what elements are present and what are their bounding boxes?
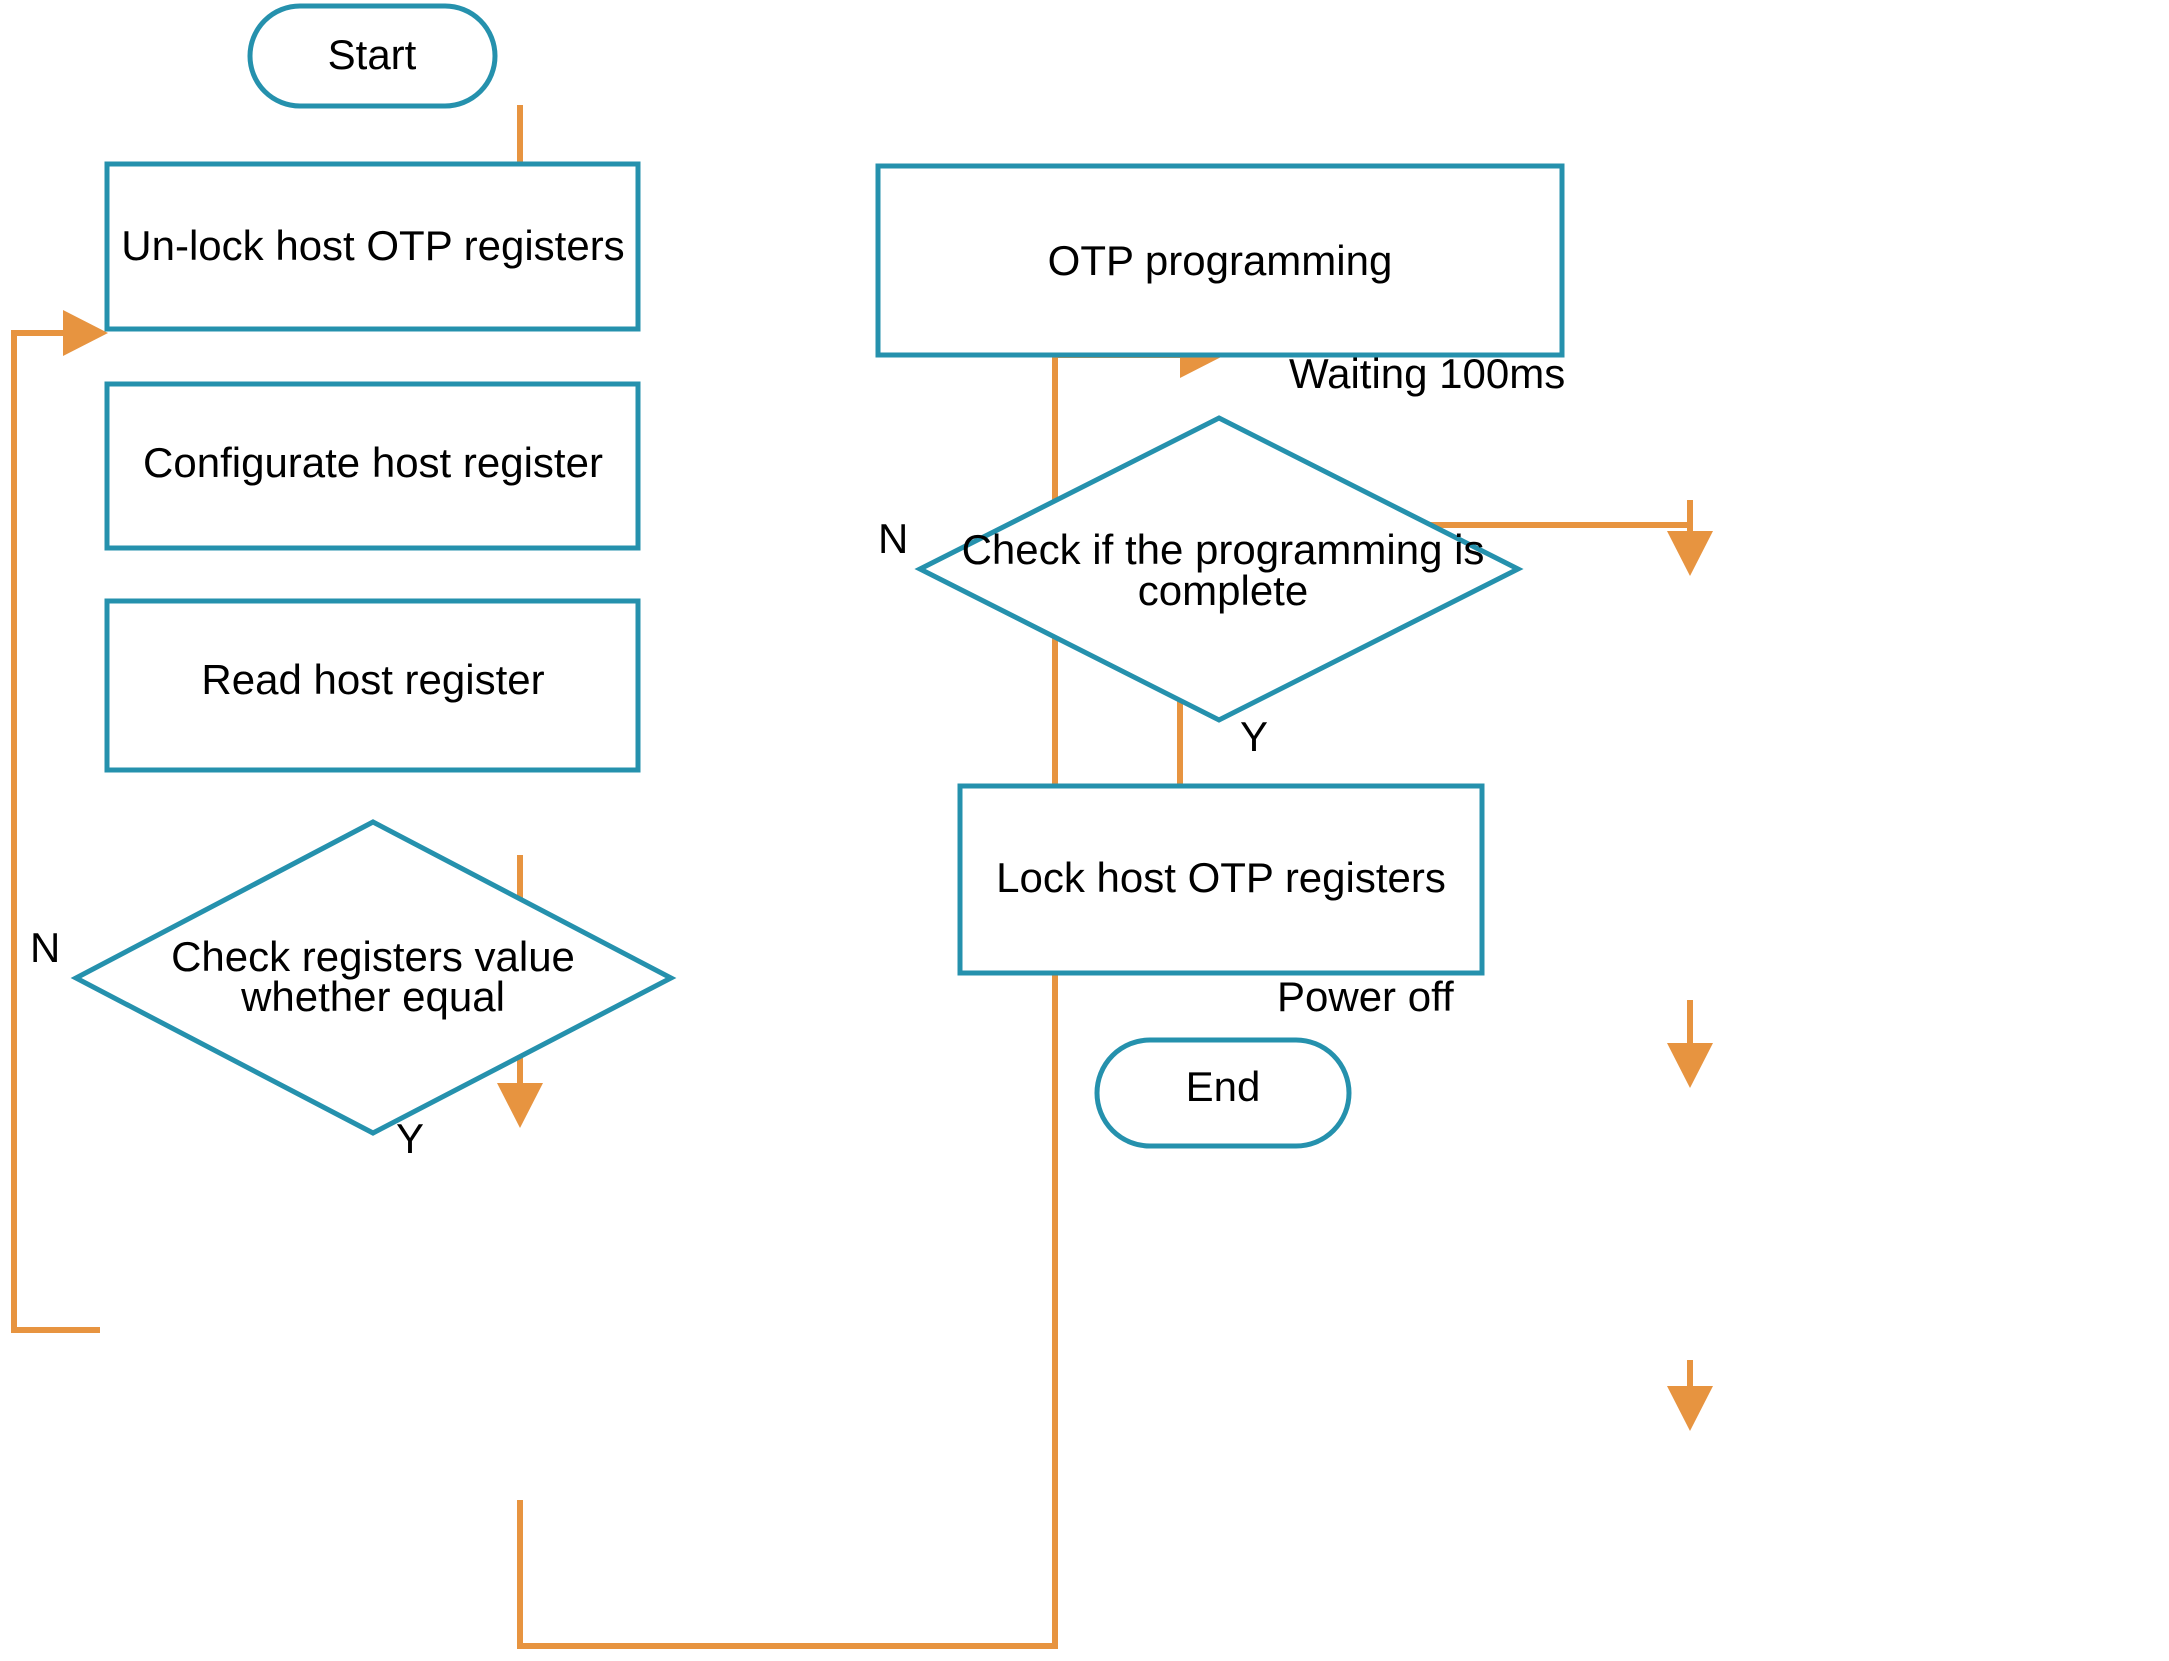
node-lock-host-otp-registers[interactable]: Lock host OTP registers xyxy=(957,783,1485,976)
edge-otp-to-check-complete xyxy=(1667,500,1713,576)
check-complete-shape xyxy=(914,415,1524,723)
edge-label-check-complete-yes: Y xyxy=(1240,713,1268,760)
check-equal-label-line2: whether equal xyxy=(240,973,505,1020)
edge-check-complete-yes-to-lock xyxy=(1667,1000,1713,1088)
otp-programming-label: OTP programming xyxy=(1048,237,1393,284)
read-shape xyxy=(104,598,641,773)
edge-label-waiting: Waiting 100ms xyxy=(1289,350,1565,397)
node-otp-programming[interactable]: OTP programming xyxy=(875,163,1565,358)
edge-check-equal-no-loop xyxy=(11,310,108,1333)
unlock-shape xyxy=(104,161,641,332)
edge-label-power-off: Power off xyxy=(1277,973,1454,1020)
start-shape xyxy=(247,3,498,109)
lock-label: Lock host OTP registers xyxy=(996,854,1446,901)
start-label: Start xyxy=(328,31,417,78)
node-end[interactable]: End xyxy=(1094,1037,1352,1149)
node-check-programming-complete[interactable]: Check if the programming is complete xyxy=(914,415,1524,723)
edge-lock-to-end xyxy=(1667,1360,1713,1431)
node-read-host-register[interactable]: Read host register xyxy=(104,598,641,773)
edge-label-check-equal-yes: Y xyxy=(396,1115,424,1162)
check-equal-shape xyxy=(70,819,677,1136)
node-unlock-host-otp-registers[interactable]: Un-lock host OTP registers xyxy=(104,161,641,332)
check-complete-label-line1: Check if the programming is xyxy=(962,526,1485,573)
check-complete-label-line2: complete xyxy=(1138,567,1308,614)
check-equal-label-line1: Check registers value xyxy=(171,933,575,980)
end-shape xyxy=(1094,1037,1352,1149)
edge-label-check-complete-no: N xyxy=(878,515,908,562)
configure-shape xyxy=(104,381,641,551)
node-check-registers-value[interactable]: Check registers value whether equal xyxy=(70,819,677,1136)
configure-label: Configurate host register xyxy=(143,439,603,486)
node-start[interactable]: Start xyxy=(247,3,498,109)
edge-label-check-equal-no: N xyxy=(30,924,60,971)
read-label: Read host register xyxy=(201,656,544,703)
otp-programming-shape xyxy=(875,163,1565,358)
lock-shape xyxy=(957,783,1485,976)
node-configurate-host-register[interactable]: Configurate host register xyxy=(104,381,641,551)
end-label: End xyxy=(1186,1063,1261,1110)
unlock-label: Un-lock host OTP registers xyxy=(121,222,624,269)
